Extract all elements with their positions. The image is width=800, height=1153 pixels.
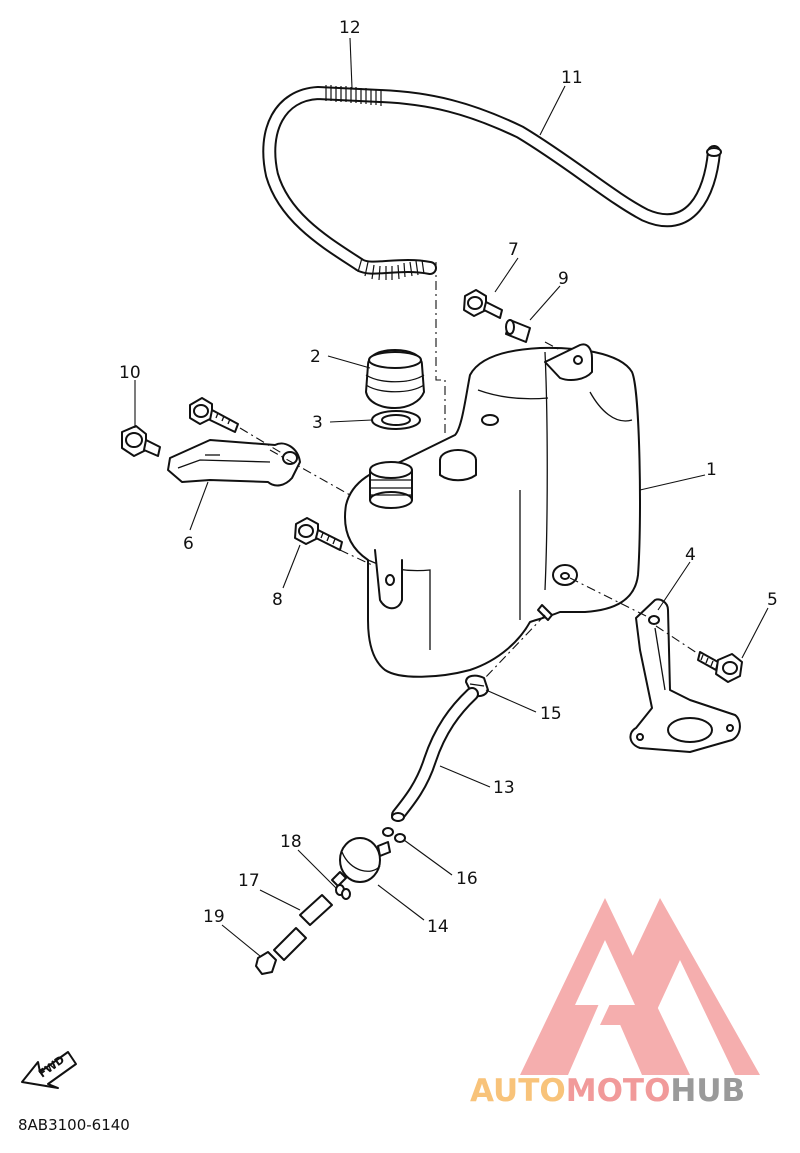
clip-18 <box>335 884 351 900</box>
callouts: 12 11 7 9 2 3 10 6 8 1 4 5 15 13 16 14 1… <box>119 18 778 937</box>
filler-cap <box>365 349 425 409</box>
callout-9: 9 <box>558 269 569 289</box>
bracket-left <box>167 439 301 487</box>
leader-lines <box>134 37 769 957</box>
svg-text:AUTOMOTOHUB: AUTOMOTOHUB <box>470 1073 745 1109</box>
callout-4: 4 <box>685 545 696 565</box>
watermark-part1: AUTO <box>470 1073 566 1109</box>
watermark-logo-icon <box>520 898 760 1075</box>
pipe-17 <box>273 894 333 961</box>
callout-13: 13 <box>493 778 515 798</box>
callout-2: 2 <box>310 347 321 367</box>
spring-coil-lower <box>357 257 425 281</box>
overflow-hose <box>262 85 722 281</box>
bolt-8 <box>294 517 343 551</box>
fwd-arrow-icon: FWD <box>21 1051 77 1089</box>
callout-15: 15 <box>540 704 562 724</box>
bolt-7 <box>463 289 503 319</box>
callout-1: 1 <box>706 460 717 480</box>
callout-18: 18 <box>280 832 302 852</box>
bracket-right <box>629 598 741 753</box>
callout-10: 10 <box>119 363 141 383</box>
callout-12: 12 <box>339 18 361 38</box>
check-valve-14 <box>331 837 391 887</box>
assembly-lines <box>239 262 701 679</box>
reservoir-tank <box>344 343 641 678</box>
callout-8: 8 <box>272 590 283 610</box>
cap-19 <box>255 951 277 975</box>
callout-6: 6 <box>183 534 194 554</box>
callout-5: 5 <box>767 590 778 610</box>
diagram-code: 8AB3100-6140 <box>18 1116 130 1134</box>
watermark-part3: HUB <box>670 1073 745 1109</box>
callout-19: 19 <box>203 907 225 927</box>
bolt-6-upper <box>189 397 239 433</box>
breather-hose-13 <box>391 687 479 822</box>
callout-7: 7 <box>508 240 519 260</box>
callout-14: 14 <box>427 917 449 937</box>
gasket-ring <box>371 410 421 430</box>
callout-17: 17 <box>238 871 260 891</box>
bolt-10 <box>121 425 161 457</box>
callout-3: 3 <box>312 413 323 433</box>
spring-coil-upper <box>325 85 382 106</box>
watermark-part2: MOTO <box>566 1073 671 1109</box>
callout-11: 11 <box>561 68 583 88</box>
collar-9 <box>505 319 531 343</box>
bolt-5 <box>697 651 743 683</box>
hose-clamp-16 <box>382 827 406 843</box>
callout-16: 16 <box>456 869 478 889</box>
